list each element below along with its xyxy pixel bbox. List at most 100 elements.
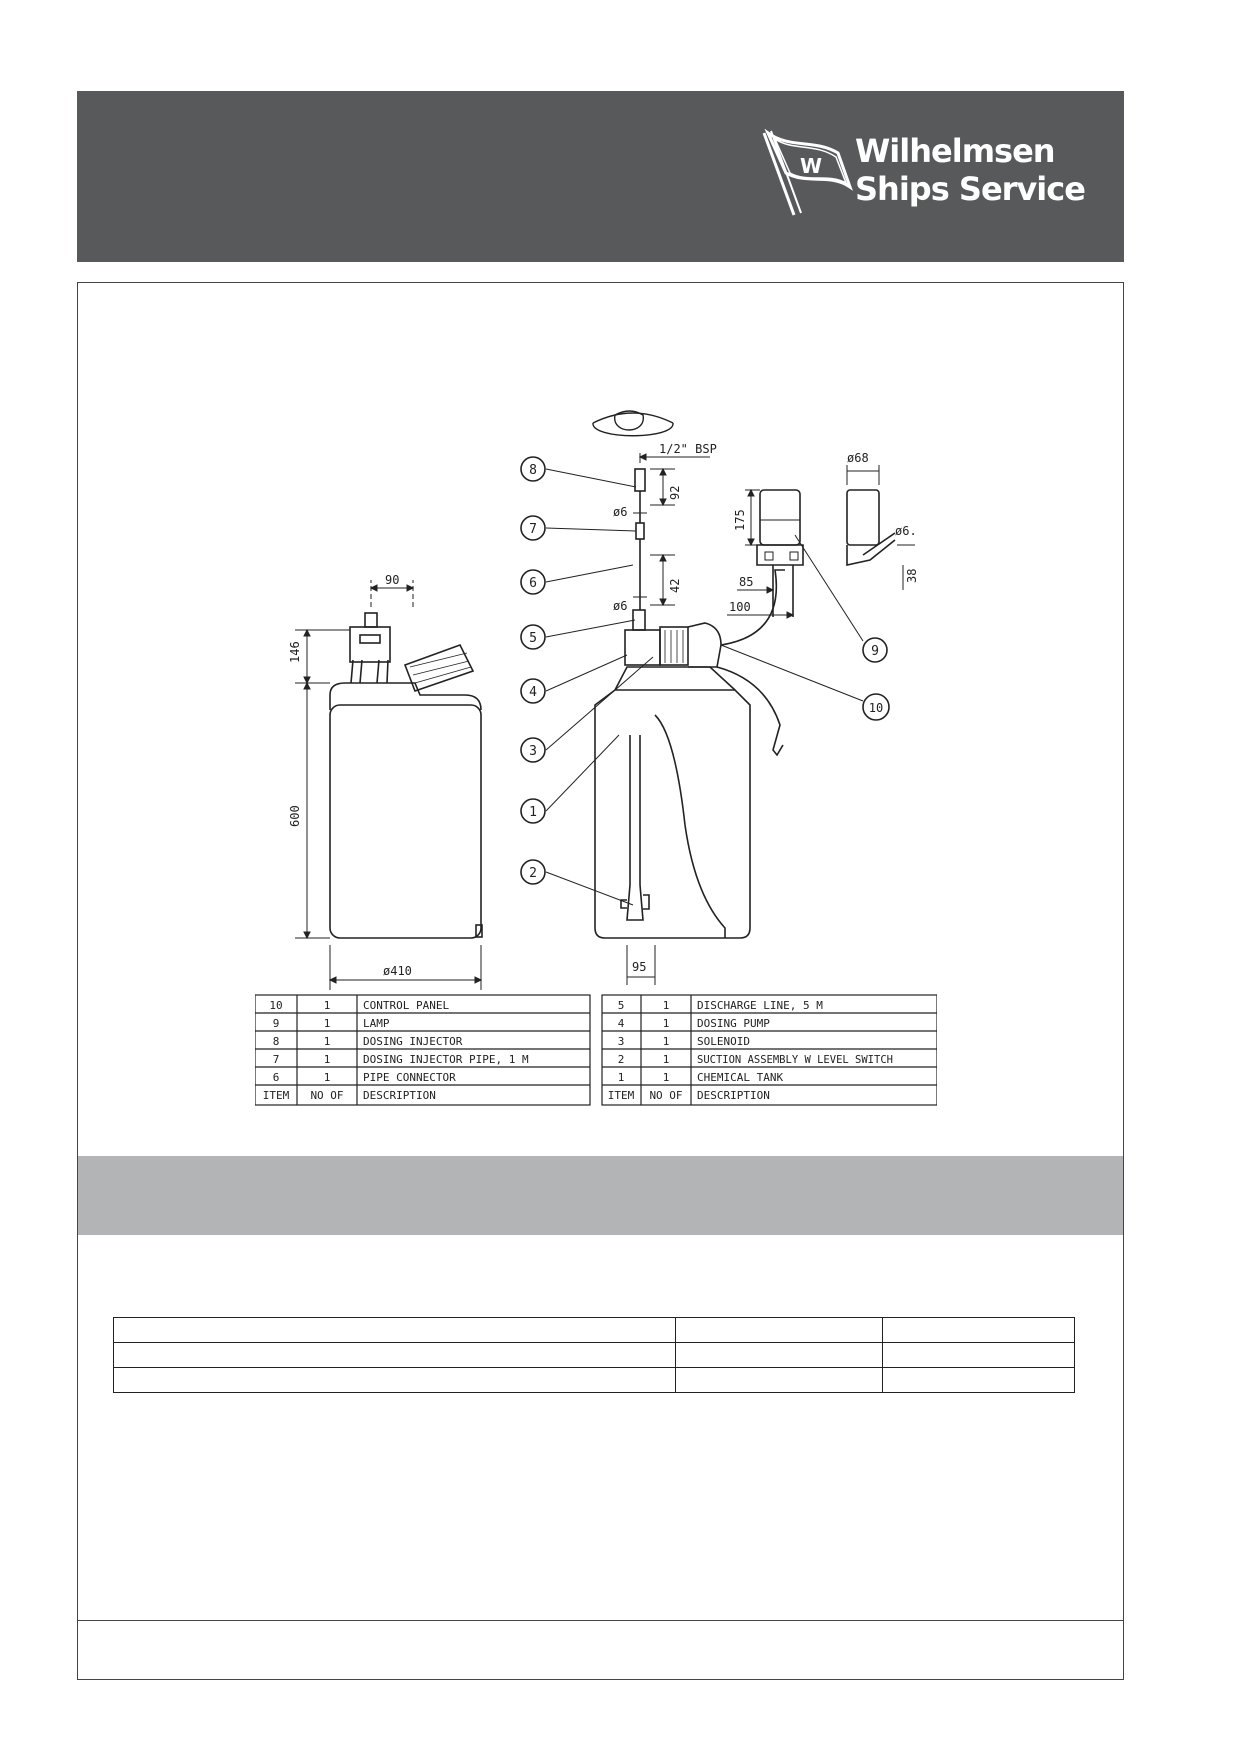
- svg-text:6: 6: [529, 576, 537, 591]
- dim-146: 146: [288, 641, 302, 663]
- table-cell: [882, 1317, 1075, 1343]
- leader-lines: [545, 468, 864, 906]
- dim-6a: ø6: [613, 505, 627, 519]
- parts-header: ITEM NO OF DESCRIPTION: [263, 1089, 436, 1102]
- company-logo: W Wilhelmsen Ships Service: [760, 129, 1090, 219]
- flag-emblem-icon: W: [762, 129, 853, 216]
- svg-text:9: 9: [273, 1017, 280, 1030]
- svg-text:1: 1: [324, 1035, 331, 1048]
- technical-drawing: 8 7 6 5 4: [254, 410, 938, 1106]
- svg-text:1: 1: [618, 1071, 625, 1084]
- svg-text:1: 1: [529, 805, 537, 820]
- parts-row: 8 1 DOSING INJECTOR: [273, 1035, 463, 1048]
- svg-text:6: 6: [273, 1071, 280, 1084]
- dim-38: 38: [905, 569, 919, 583]
- dim-bsp: 1/2" BSP: [659, 442, 717, 456]
- svg-text:ITEM: ITEM: [263, 1089, 290, 1102]
- svg-text:1: 1: [663, 999, 670, 1012]
- svg-text:10: 10: [269, 999, 282, 1012]
- svg-text:3: 3: [529, 744, 537, 759]
- svg-text:CHEMICAL TANK: CHEMICAL TANK: [697, 1071, 783, 1084]
- table-row: [113, 1317, 1075, 1343]
- side-view-tank: [329, 612, 483, 939]
- footer-divider: [78, 1620, 1123, 1621]
- balloon-10: 10: [862, 693, 890, 721]
- parts-header: ITEM NO OF DESCRIPTION: [608, 1089, 770, 1102]
- svg-text:7: 7: [273, 1053, 280, 1066]
- parts-row: 1 1 CHEMICAL TANK: [618, 1071, 784, 1084]
- content-frame: 8 7 6 5 4: [77, 282, 1124, 1680]
- balloon-4: 4: [520, 678, 546, 704]
- svg-text:PIPE CONNECTOR: PIPE CONNECTOR: [363, 1071, 456, 1084]
- parts-row: 6 1 PIPE CONNECTOR: [273, 1071, 456, 1084]
- svg-text:1: 1: [663, 1017, 670, 1030]
- svg-text:SOLENOID: SOLENOID: [697, 1035, 750, 1048]
- balloon-8: 8: [520, 456, 546, 482]
- svg-text:DESCRIPTION: DESCRIPTION: [363, 1089, 436, 1102]
- svg-text:ITEM: ITEM: [608, 1089, 635, 1102]
- parts-row: 5 1 DISCHARGE LINE, 5 M: [618, 999, 824, 1012]
- dosing-unit-drawing: 8 7 6 5 4: [254, 405, 938, 1115]
- svg-text:3: 3: [618, 1035, 625, 1048]
- svg-text:2: 2: [618, 1053, 625, 1066]
- company-name: Wilhelmsen Ships Service: [855, 132, 1086, 208]
- svg-text:9: 9: [871, 644, 879, 659]
- company-name-line1: Wilhelmsen: [855, 132, 1056, 170]
- table-cell: [882, 1342, 1075, 1368]
- dim-42: 42: [668, 579, 682, 593]
- dim-68: ø68: [847, 451, 869, 465]
- parts-row: 7 1 DOSING INJECTOR PIPE, 1 M: [273, 1053, 529, 1066]
- svg-text:SUCTION ASSEMBLY W LEVEL SWITC: SUCTION ASSEMBLY W LEVEL SWITCH: [697, 1054, 893, 1066]
- table-cell: [675, 1367, 883, 1393]
- dim-6b: ø6: [613, 599, 627, 613]
- svg-text:5: 5: [529, 631, 537, 646]
- lamp-view: [756, 489, 896, 617]
- balloon-9: 9: [862, 637, 888, 663]
- dim-410: ø410: [383, 964, 412, 978]
- svg-text:DESCRIPTION: DESCRIPTION: [697, 1089, 770, 1102]
- svg-text:5: 5: [618, 999, 625, 1012]
- svg-text:7: 7: [529, 522, 537, 537]
- svg-text:1: 1: [324, 999, 331, 1012]
- table-row: [113, 1342, 1075, 1368]
- dim-90: 90: [385, 573, 399, 587]
- svg-text:DISCHARGE LINE, 5 M: DISCHARGE LINE, 5 M: [697, 999, 823, 1012]
- dim-600: 600: [288, 805, 302, 827]
- dim-95: 95: [632, 960, 646, 974]
- svg-text:DOSING INJECTOR: DOSING INJECTOR: [363, 1035, 463, 1048]
- table-cell: [675, 1342, 883, 1368]
- balloon-3: 3: [520, 737, 546, 763]
- company-name-line2: Ships Service: [855, 170, 1086, 208]
- parts-row: 4 1 DOSING PUMP: [618, 1017, 771, 1030]
- table-cell: [882, 1367, 1075, 1393]
- emblem-letter: W: [800, 154, 822, 178]
- svg-text:1: 1: [663, 1053, 670, 1066]
- dim-175: 175: [733, 509, 747, 531]
- header-bar: W Wilhelmsen Ships Service: [77, 91, 1124, 262]
- parts-row: 2 1 SUCTION ASSEMBLY W LEVEL SWITCH: [618, 1053, 893, 1066]
- dimension-labels: 90 146 600 ø410 1/2" BSP 92 ø6 42 ø6 95 …: [288, 442, 919, 978]
- balloon-5: 5: [520, 624, 546, 650]
- table-cell: [113, 1317, 676, 1343]
- exploded-view-dimensions: [626, 453, 710, 985]
- svg-text:NO OF: NO OF: [310, 1089, 343, 1102]
- svg-text:4: 4: [529, 685, 537, 700]
- svg-text:CONTROL PANEL: CONTROL PANEL: [363, 999, 449, 1012]
- svg-text:1: 1: [324, 1017, 331, 1030]
- svg-text:1: 1: [663, 1071, 670, 1084]
- svg-text:DOSING INJECTOR PIPE, 1 M: DOSING INJECTOR PIPE, 1 M: [363, 1053, 529, 1066]
- svg-text:8: 8: [529, 463, 537, 478]
- section-band: [78, 1156, 1123, 1235]
- table-cell: [675, 1317, 883, 1343]
- svg-text:NO OF: NO OF: [649, 1089, 682, 1102]
- exploded-view: [592, 410, 785, 939]
- balloon-2: 2: [520, 859, 546, 885]
- table-cell: [113, 1367, 676, 1393]
- svg-text:DOSING PUMP: DOSING PUMP: [697, 1017, 770, 1030]
- svg-text:4: 4: [618, 1017, 625, 1030]
- balloon-1: 1: [520, 798, 546, 824]
- svg-text:10: 10: [869, 701, 883, 715]
- svg-text:8: 8: [273, 1035, 280, 1048]
- table-row: [113, 1367, 1075, 1393]
- balloon-6: 6: [520, 569, 546, 595]
